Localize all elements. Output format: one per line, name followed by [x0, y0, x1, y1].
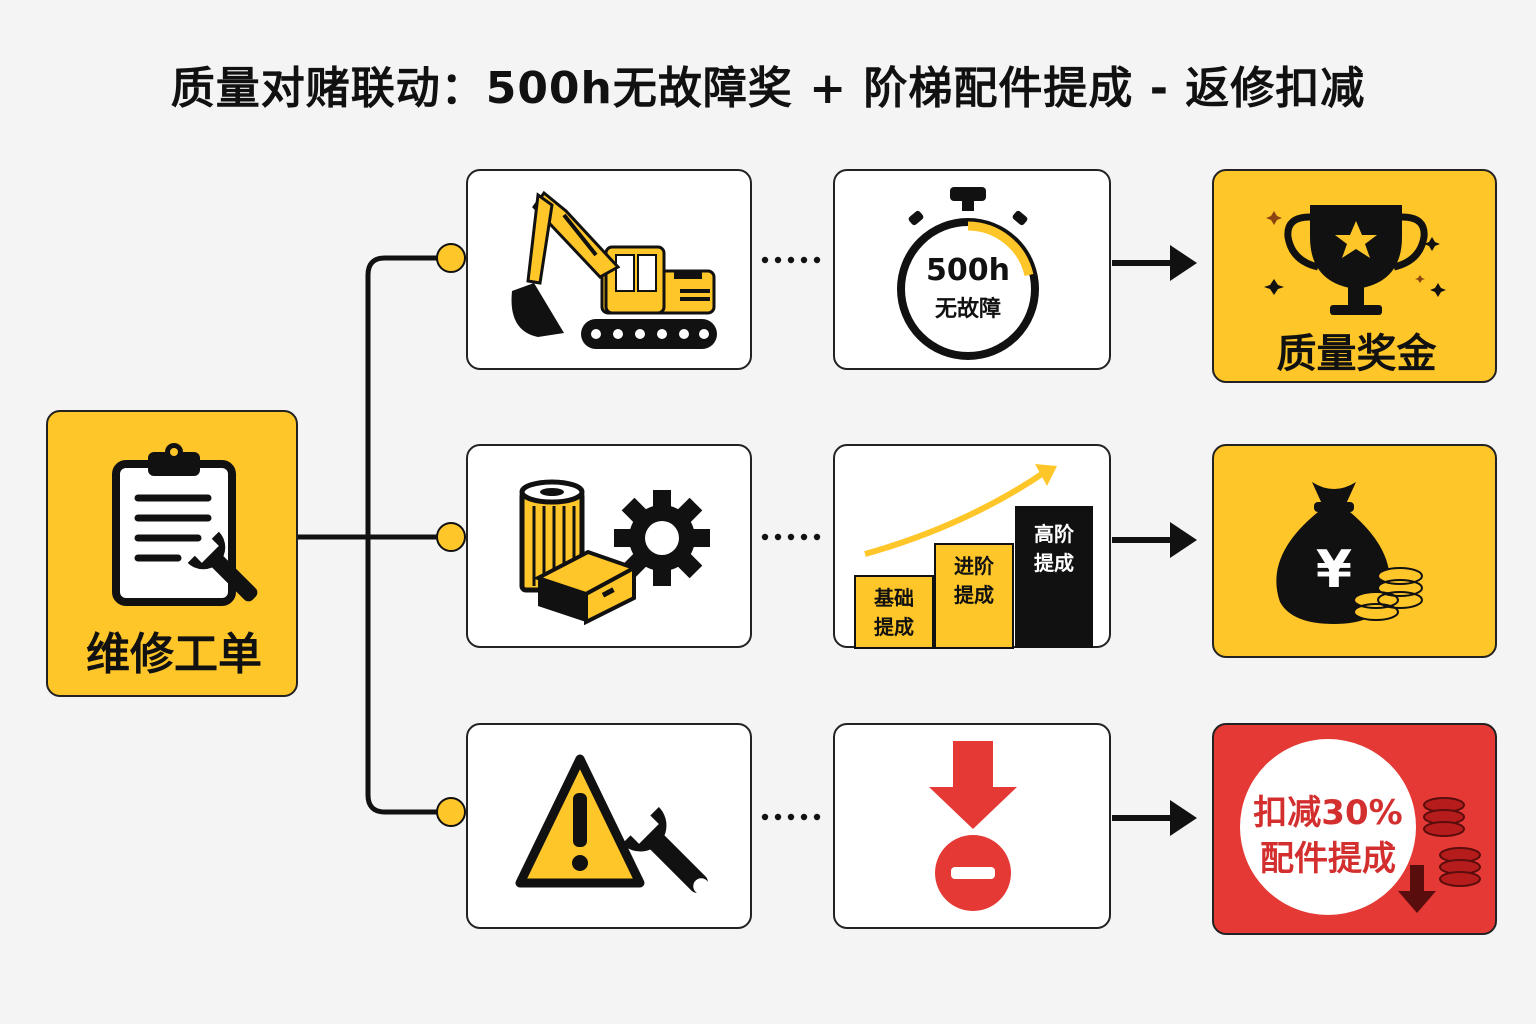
page-title: 质量对赌联动：500h无故障奖 + 阶梯配件提成 - 返修扣减 [170, 63, 1366, 114]
row1-arrow [1112, 245, 1197, 281]
row3-warning-box[interactable] [466, 723, 752, 929]
quality-bonus-label: 质量奖金 [1276, 331, 1437, 377]
row1-quality-bonus-box[interactable]: 质量奖金 [1212, 169, 1497, 383]
row2-tier-commission-box[interactable]: 基础 提成 进阶 提成 高阶 提成 [833, 444, 1111, 649]
row3-deduction-box[interactable] [833, 723, 1111, 929]
yen-symbol: ¥ [1315, 540, 1353, 600]
excavator-icon [511, 190, 717, 349]
warning-wrench-icon [515, 754, 710, 895]
row2-dotted-connector [761, 533, 821, 541]
tier-advanced-label: 进阶 提成 [954, 554, 994, 607]
row2-parts-box[interactable] [466, 444, 752, 648]
money-bag-yen-icon [1276, 482, 1423, 624]
source-label: 维修工单 [86, 629, 262, 680]
row1-dotted-connector [761, 256, 821, 264]
clipboard-wrench-icon [112, 443, 258, 606]
row2-money-box[interactable]: ¥ [1212, 444, 1497, 658]
deduct-percent-label: 扣减30% [1253, 793, 1403, 833]
row2-connector-dot [436, 522, 466, 552]
row3-dotted-connector [761, 813, 821, 821]
tier-high-label: 高阶 提成 [1034, 522, 1074, 575]
down-arrow-minus-icon [929, 741, 1017, 911]
row3-deduct-commission-box[interactable]: 扣减30% 配件提成 [1212, 723, 1497, 935]
row3-connector-dot [436, 797, 466, 827]
tier-basic-label: 基础 提成 [874, 586, 914, 639]
tier-steps-icon [854, 464, 1093, 649]
stopwatch-no-fault: 无故障 [934, 297, 1001, 322]
stopwatch-hours: 500h [926, 253, 1010, 288]
parts-filter-gear-box-icon [519, 479, 710, 626]
trophy-icon [1264, 205, 1446, 315]
deduct-commission-label: 配件提成 [1260, 839, 1396, 879]
row1-connector-dot [436, 243, 466, 273]
row3-arrow [1112, 800, 1197, 836]
stopwatch-icon [897, 187, 1039, 360]
row1-stopwatch-box[interactable]: 500h 无故障 [833, 169, 1111, 370]
coins-down-icon [1240, 739, 1481, 915]
source-box-repair-order[interactable]: 维修工单 [46, 410, 298, 697]
row2-arrow [1112, 522, 1197, 558]
row1-excavator-box[interactable] [466, 169, 752, 370]
